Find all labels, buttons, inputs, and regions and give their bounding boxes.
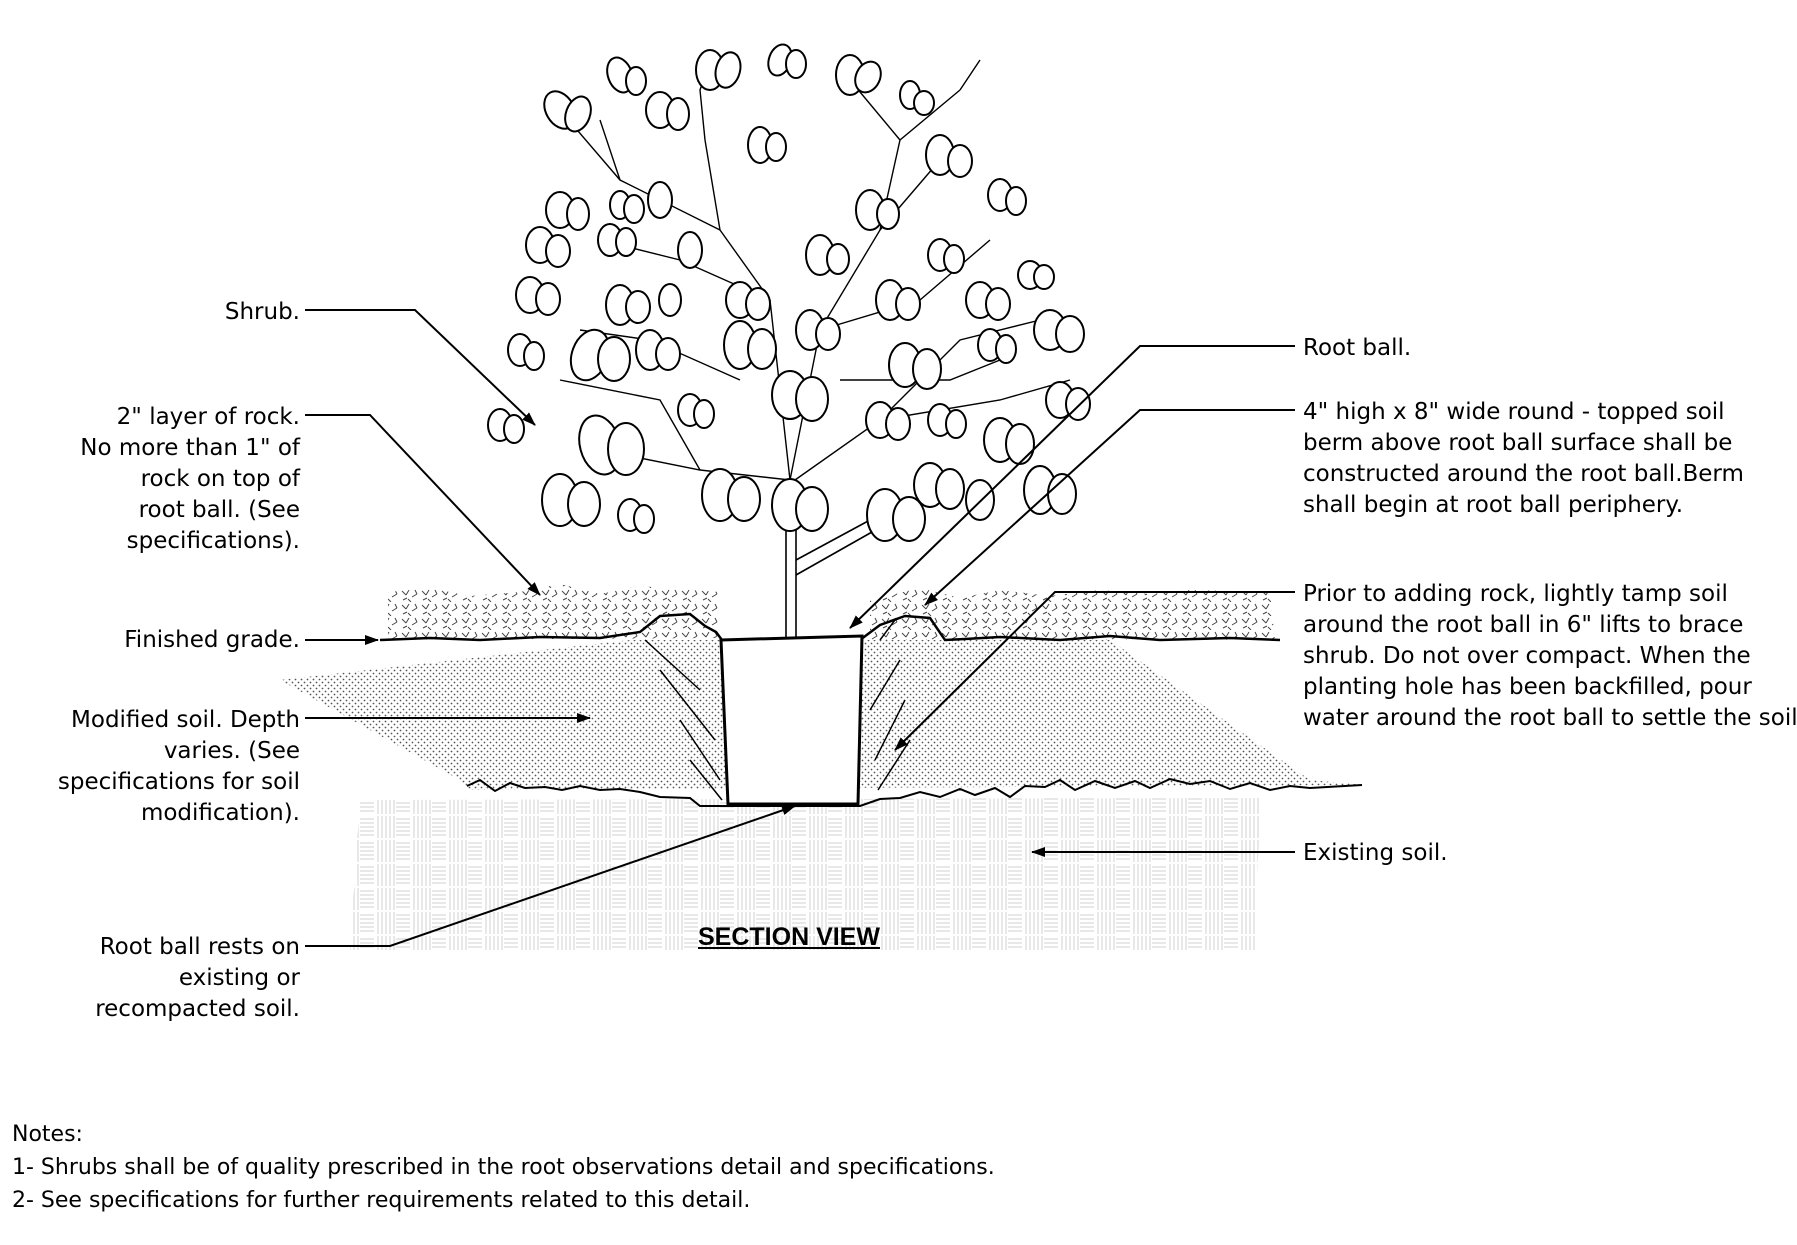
root-ball [719,634,864,806]
rock-layer-right [870,588,1275,640]
label-line: constructed around the root ball.Berm [1303,461,1744,487]
label-berm: 4" high x 8" wide round - topped soil be… [1303,397,1744,521]
label-line: Root ball rests on [99,934,300,960]
note-item: 2- See specifications for further requir… [12,1188,751,1213]
label-modified-soil: Modified soil. Depth varies. (See specif… [58,705,300,829]
modified-soil-bottom-line [466,777,1363,807]
leader-shrub [305,309,536,426]
leader-lines [305,309,1295,947]
label-line: Shrub. [224,299,300,325]
label-line: existing or [178,965,300,991]
label-line: rock on top of [140,466,300,492]
label-line: shrub. Do not over compact. When the [1303,643,1751,669]
label-line: shall begin at root ball periphery. [1303,492,1684,518]
label-line: varies. (See [163,738,300,764]
label-root-ball-rests: Root ball rests on existing or recompact… [95,932,300,1025]
existing-soil-hatch [350,798,1260,950]
label-existing-soil: Existing soil. [1303,838,1448,869]
notes-block: Notes: 1- Shrubs shall be of quality pre… [12,1118,995,1217]
label-line: specifications for soil [57,769,300,795]
label-tamp: Prior to adding rock, lightly tamp soil … [1303,579,1797,734]
label-line: root ball. (See [138,497,300,523]
label-line: berm above root ball surface shall be [1303,430,1733,456]
label-shrub: Shrub. [225,297,300,328]
label-rock-layer: 2" layer of rock. No more than 1" of roc… [80,402,300,557]
label-line: Prior to adding rock, lightly tamp soil [1303,581,1728,607]
label-line: Modified soil. Depth [71,707,300,733]
label-line: specifications). [126,528,300,554]
backfill-marks [644,619,911,801]
label-root-ball: Root ball. [1303,333,1411,364]
label-line: planting hole has been backfilled, pour [1303,674,1752,700]
note-item: 1- Shrubs shall be of quality prescribed… [12,1155,995,1180]
label-line: 2" layer of rock. [116,404,300,430]
label-line: around the root ball in 6" lifts to brac… [1303,612,1744,638]
rock-layer [388,584,720,640]
label-line: recompacted soil. [95,996,300,1022]
label-finished-grade: Finished grade. [124,625,300,656]
label-line: Finished grade. [124,627,300,653]
notes-heading: Notes: [12,1122,83,1147]
label-line: modification). [140,800,300,826]
label-line: No more than 1" of [80,435,300,461]
section-view-title: SECTION VIEW [698,923,880,951]
foliage [487,43,1091,542]
leader-rock-layer [305,414,541,596]
finished-grade-line [379,612,1281,642]
label-line: water around the root ball to settle the… [1303,705,1797,731]
leader-tamp [894,591,1295,751]
leader-root-ball [849,345,1295,629]
label-line: Root ball. [1303,335,1412,361]
label-line: 4" high x 8" wide round - topped soil [1303,399,1725,425]
leader-berm [924,409,1295,606]
leader-root-ball-rests [305,805,796,947]
label-line: Existing soil. [1303,840,1448,866]
